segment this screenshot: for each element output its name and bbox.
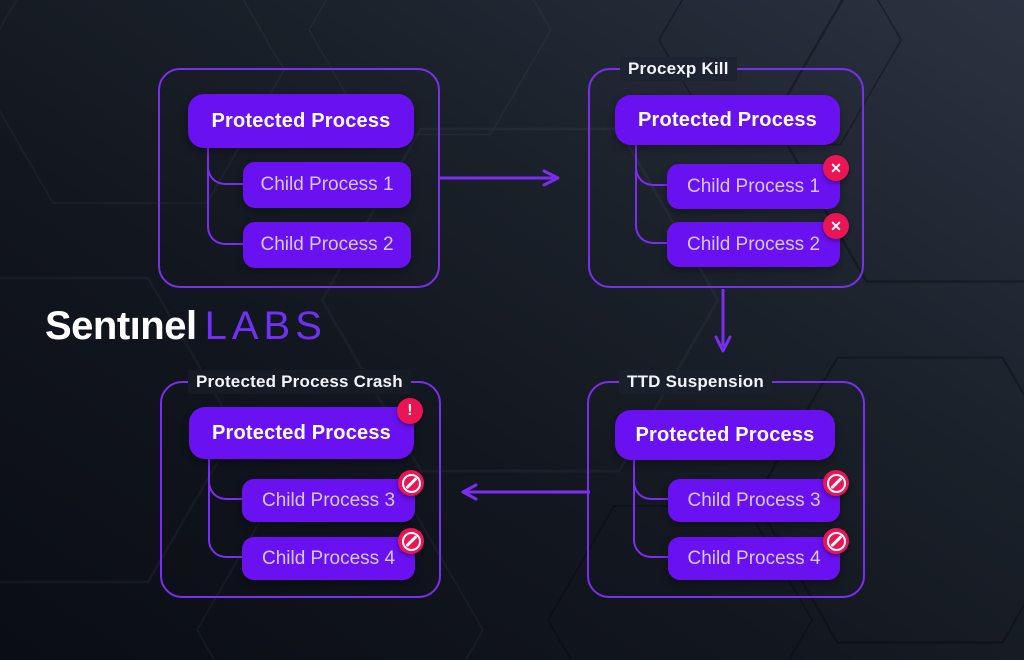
no-entry-icon <box>823 470 849 496</box>
child-process-label: Child Process 1 <box>686 175 821 197</box>
child-process-node: Child Process 1 <box>243 162 411 208</box>
child-process-node: Child Process 3 <box>242 470 424 522</box>
arrow-down-icon <box>714 289 732 353</box>
child-process-label: Child Process 3 <box>687 489 821 511</box>
panel-title: TTD Suspension <box>619 370 772 394</box>
parent-process-node: Protected Process ! <box>189 398 423 459</box>
logo-text-labs: LABS <box>204 304 327 348</box>
parent-process-label: Protected Process <box>635 423 815 446</box>
arrow-right-icon <box>440 169 560 187</box>
no-entry-icon <box>823 528 849 554</box>
child-process-node: Child Process 2 ✕ <box>667 213 849 267</box>
child-process-node: Child Process 2 <box>243 222 411 268</box>
x-glyph: ✕ <box>830 160 842 176</box>
child-process-node: Child Process 3 <box>668 470 849 522</box>
child-process-node: Child Process 1 ✕ <box>667 155 849 209</box>
panel-ttd-suspension: TTD Suspension Protected Process Child P… <box>587 370 865 598</box>
alert-icon: ! <box>397 398 423 424</box>
child-process-label: Child Process 2 <box>260 234 394 255</box>
parent-process-node: Protected Process <box>615 95 840 145</box>
connector-line <box>208 459 242 500</box>
child-process-label: Child Process 2 <box>686 233 821 255</box>
connector-line <box>635 145 667 186</box>
x-circle-icon: ✕ <box>823 155 849 181</box>
arrow-left-icon <box>461 483 590 501</box>
child-process-node: Child Process 4 <box>242 528 424 580</box>
parent-process-label: Protected Process <box>637 108 818 131</box>
panel-title: Procexp Kill <box>620 57 737 81</box>
panel-baseline: Protected Process Child Process 1 Child … <box>158 68 440 288</box>
connector-line <box>633 460 668 500</box>
exclamation-glyph: ! <box>407 402 413 419</box>
connector-line <box>207 148 243 185</box>
child-process-node: Child Process 4 <box>668 528 849 580</box>
child-process-label: Child Process 4 <box>261 547 396 569</box>
panel-title: Protected Process Crash <box>188 370 411 394</box>
panel-procexp-kill: Procexp Kill Protected Process Child Pro… <box>588 57 864 288</box>
child-process-label: Child Process 4 <box>687 547 821 569</box>
connector-line <box>635 145 667 244</box>
panel-protected-process-crash: Protected Process Crash Protected Proces… <box>160 370 441 598</box>
child-process-label: Child Process 3 <box>261 489 396 511</box>
no-entry-icon <box>398 528 424 554</box>
x-circle-icon: ✕ <box>823 213 849 239</box>
parent-process-node: Protected Process <box>615 410 835 460</box>
connector-line <box>207 148 243 245</box>
connector-line <box>208 459 242 558</box>
child-process-label: Child Process 1 <box>260 174 394 195</box>
parent-process-label: Protected Process <box>211 109 391 132</box>
logo-text-sentinel: Sentınel <box>45 304 197 348</box>
x-glyph: ✕ <box>830 218 842 234</box>
parent-process-label: Protected Process <box>211 421 392 444</box>
no-entry-icon <box>398 470 424 496</box>
parent-process-node: Protected Process <box>188 94 414 148</box>
connector-line <box>633 460 668 558</box>
